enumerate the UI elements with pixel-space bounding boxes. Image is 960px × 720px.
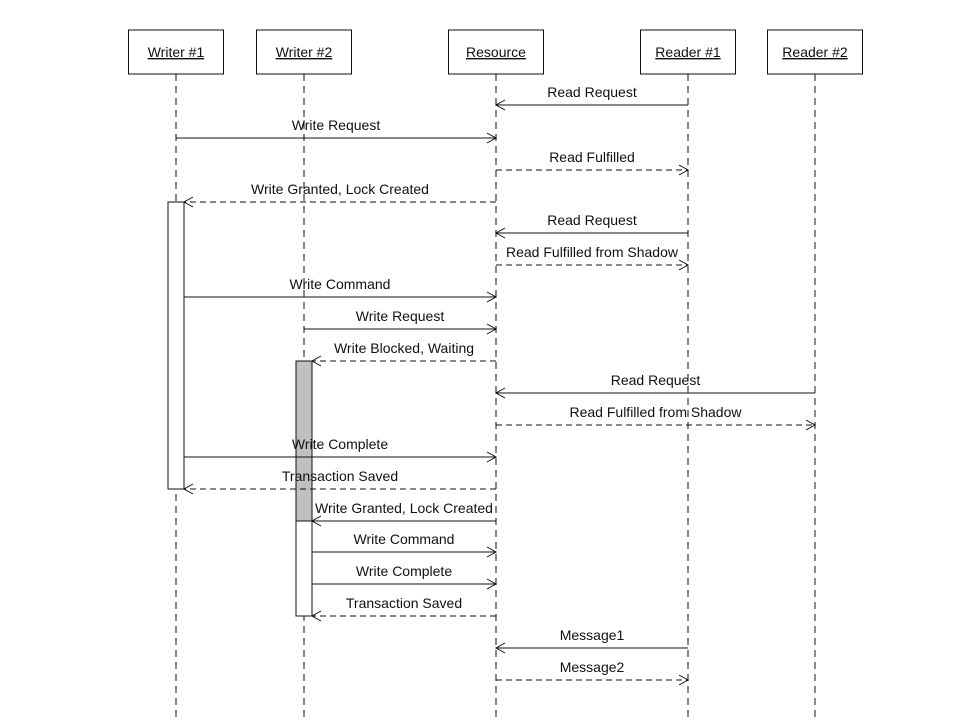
message-arrowhead-15 bbox=[486, 546, 498, 558]
message-8: Write Request bbox=[304, 308, 498, 335]
participant-box-r2 bbox=[767, 29, 863, 75]
message-label-2: Write Request bbox=[292, 117, 381, 133]
message-arrowhead-12 bbox=[486, 451, 498, 463]
activation-bar-w1-active bbox=[167, 201, 185, 490]
activation-bar-w2-active bbox=[295, 520, 313, 617]
message-label-15: Write Command bbox=[354, 531, 455, 547]
message-11: Read Fulfilled from Shadow bbox=[496, 404, 817, 431]
message-15: Write Command bbox=[312, 531, 498, 558]
participant-label-res: Resource bbox=[466, 44, 526, 60]
message-17: Transaction Saved bbox=[310, 595, 496, 622]
message-arrowhead-11 bbox=[805, 419, 817, 431]
message-5: Read Request bbox=[494, 212, 688, 239]
participant-box-w1 bbox=[128, 29, 224, 75]
message-arrowhead-5 bbox=[494, 227, 506, 239]
message-9: Write Blocked, Waiting bbox=[310, 340, 496, 367]
message-arrowhead-9 bbox=[310, 355, 322, 367]
participant-box-w2 bbox=[256, 29, 352, 75]
message-16: Write Complete bbox=[312, 563, 498, 590]
message-label-16: Write Complete bbox=[356, 563, 452, 579]
participant-box-r1 bbox=[640, 29, 736, 75]
message-arrowhead-10 bbox=[494, 387, 506, 399]
message-label-18: Message1 bbox=[560, 627, 625, 643]
message-arrowhead-18 bbox=[494, 642, 506, 654]
message-label-8: Write Request bbox=[356, 308, 445, 324]
message-arrowhead-7 bbox=[486, 291, 498, 303]
message-label-19: Message2 bbox=[560, 659, 625, 675]
message-arrowhead-17 bbox=[310, 610, 322, 622]
message-label-7: Write Command bbox=[290, 276, 391, 292]
message-label-14: Write Granted, Lock Created bbox=[315, 500, 493, 516]
message-label-3: Read Fulfilled bbox=[549, 149, 635, 165]
message-1: Read Request bbox=[494, 84, 688, 111]
message-10: Read Request bbox=[494, 372, 815, 399]
message-arrowhead-16 bbox=[486, 578, 498, 590]
message-12: Write Complete bbox=[184, 436, 498, 463]
message-13: Transaction Saved bbox=[182, 468, 496, 495]
message-4: Write Granted, Lock Created bbox=[182, 181, 496, 208]
message-label-5: Read Request bbox=[547, 212, 637, 228]
message-label-12: Write Complete bbox=[292, 436, 388, 452]
message-19: Message2 bbox=[496, 659, 690, 686]
message-label-9: Write Blocked, Waiting bbox=[334, 340, 474, 356]
message-arrowhead-6 bbox=[678, 259, 690, 271]
message-arrowhead-13 bbox=[182, 483, 194, 495]
participant-box-res bbox=[448, 29, 544, 75]
message-label-17: Transaction Saved bbox=[346, 595, 462, 611]
participant-label-w2: Writer #2 bbox=[276, 44, 333, 60]
message-label-10: Read Request bbox=[611, 372, 701, 388]
message-18: Message1 bbox=[494, 627, 688, 654]
message-arrowhead-1 bbox=[494, 99, 506, 111]
message-arrowhead-19 bbox=[678, 674, 690, 686]
message-arrowhead-4 bbox=[182, 196, 194, 208]
message-label-13: Transaction Saved bbox=[282, 468, 398, 484]
message-arrowhead-14 bbox=[310, 515, 322, 527]
message-14: Write Granted, Lock Created bbox=[310, 500, 496, 527]
activation-bars-group bbox=[167, 201, 313, 617]
message-label-1: Read Request bbox=[547, 84, 637, 100]
message-7: Write Command bbox=[184, 276, 498, 303]
message-6: Read Fulfilled from Shadow bbox=[496, 244, 690, 271]
message-arrowhead-8 bbox=[486, 323, 498, 335]
message-label-6: Read Fulfilled from Shadow bbox=[506, 244, 679, 260]
message-3: Read Fulfilled bbox=[496, 149, 690, 176]
participant-label-r2: Reader #2 bbox=[782, 44, 848, 60]
participant-label-w1: Writer #1 bbox=[148, 44, 205, 60]
participant-label-r1: Reader #1 bbox=[655, 44, 721, 60]
participant-heads-group: Writer #1 Writer #2 Resource Reader #1 Reade… bbox=[128, 29, 863, 75]
message-arrowhead-3 bbox=[678, 164, 690, 176]
lifelines-group bbox=[175, 74, 816, 720]
message-arrowhead-2 bbox=[486, 132, 498, 144]
message-label-4: Write Granted, Lock Created bbox=[251, 181, 429, 197]
message-label-11: Read Fulfilled from Shadow bbox=[570, 404, 743, 420]
message-2: Write Request bbox=[176, 117, 498, 144]
